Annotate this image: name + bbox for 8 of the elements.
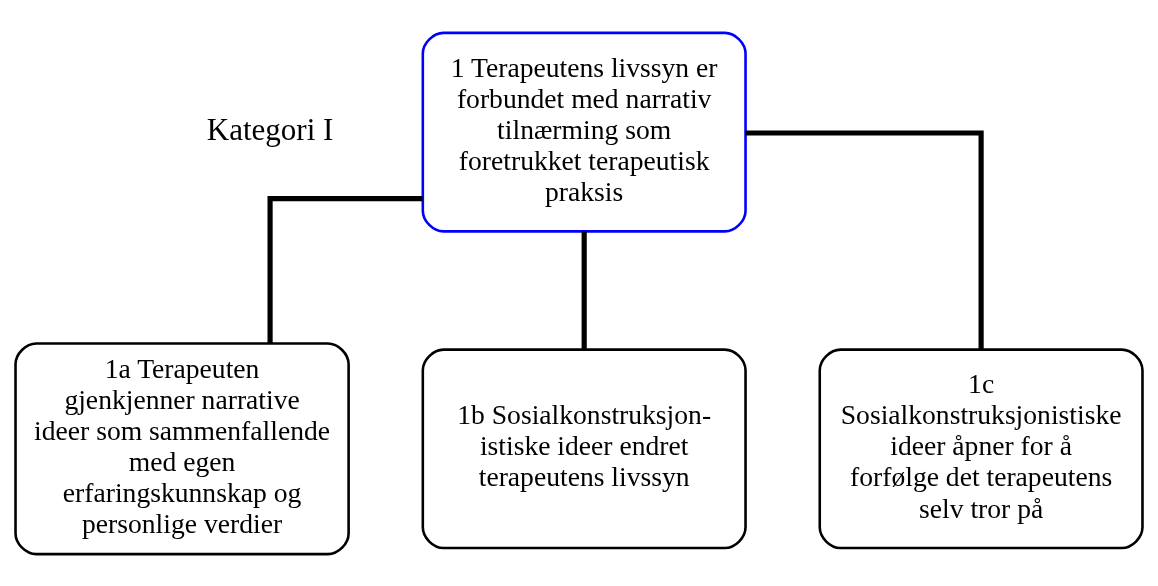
connector xyxy=(745,129,984,349)
node-box: 1c Sosialkonstruksjonistiske ideer åpner for å forfølge det terapeutens selv tror på xyxy=(818,347,1144,549)
label: Kategori I xyxy=(206,111,334,147)
node-box: 1 Terapeutens livssyn er forbundet med narrativ tilnærming som foretrukket terapeutisk praksis xyxy=(421,31,747,233)
node-box: 1b Sosialkonstruksjon- istiske ideer endret terapeutens livssyn xyxy=(421,347,747,549)
node-box: 1a Terapeuten gjenkjenner narrative ideer som sammenfallende med egen erfaringskunnskap og personlige verdier xyxy=(14,341,350,555)
connector xyxy=(267,195,423,343)
connector xyxy=(581,230,587,349)
